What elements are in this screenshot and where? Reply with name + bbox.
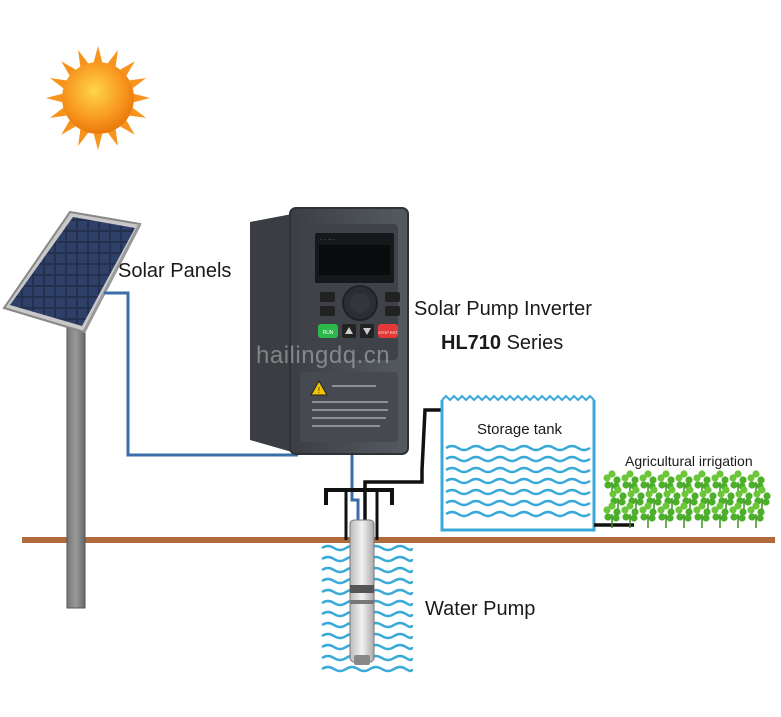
inverter-icon: ·· ·· ··· ·· RUN STOP RST !	[250, 207, 409, 455]
series-model: HL710	[441, 332, 502, 354]
water-pump-label: Water Pump	[425, 598, 536, 620]
series-label: HL710 Series	[441, 332, 563, 355]
warning-icon: !	[310, 379, 328, 396]
storage-tank	[440, 394, 596, 532]
run-button-label: RUN	[323, 330, 334, 336]
irrigation-label: Agricultural irrigation	[625, 453, 753, 469]
inverter-to-pump-wire	[350, 450, 360, 520]
stop-button-label: STOP RST	[378, 330, 398, 335]
inverter-label: Solar Pump Inverter	[414, 298, 592, 320]
run-button	[318, 324, 338, 338]
solar-panel-pole	[66, 324, 86, 609]
plant-icon	[603, 470, 771, 528]
panel-to-inverter-wire	[104, 291, 298, 457]
water-pump-icon	[349, 519, 375, 665]
svg-text:!: !	[318, 386, 320, 395]
svg-text:·· ·· ··· ··: ·· ·· ··· ··	[320, 237, 335, 242]
solar-panel-icon	[2, 210, 142, 334]
well-head	[324, 488, 394, 540]
pump-outlet-pipe	[363, 408, 446, 520]
sun-icon	[46, 46, 150, 150]
series-word: Series	[506, 332, 564, 354]
storage-tank-label: Storage tank	[477, 421, 563, 438]
stop-button	[378, 324, 398, 338]
solar-panels-label: Solar Panels	[118, 260, 232, 282]
tank-water	[445, 444, 591, 518]
watermark-text: hailingdq.cn	[256, 342, 391, 369]
